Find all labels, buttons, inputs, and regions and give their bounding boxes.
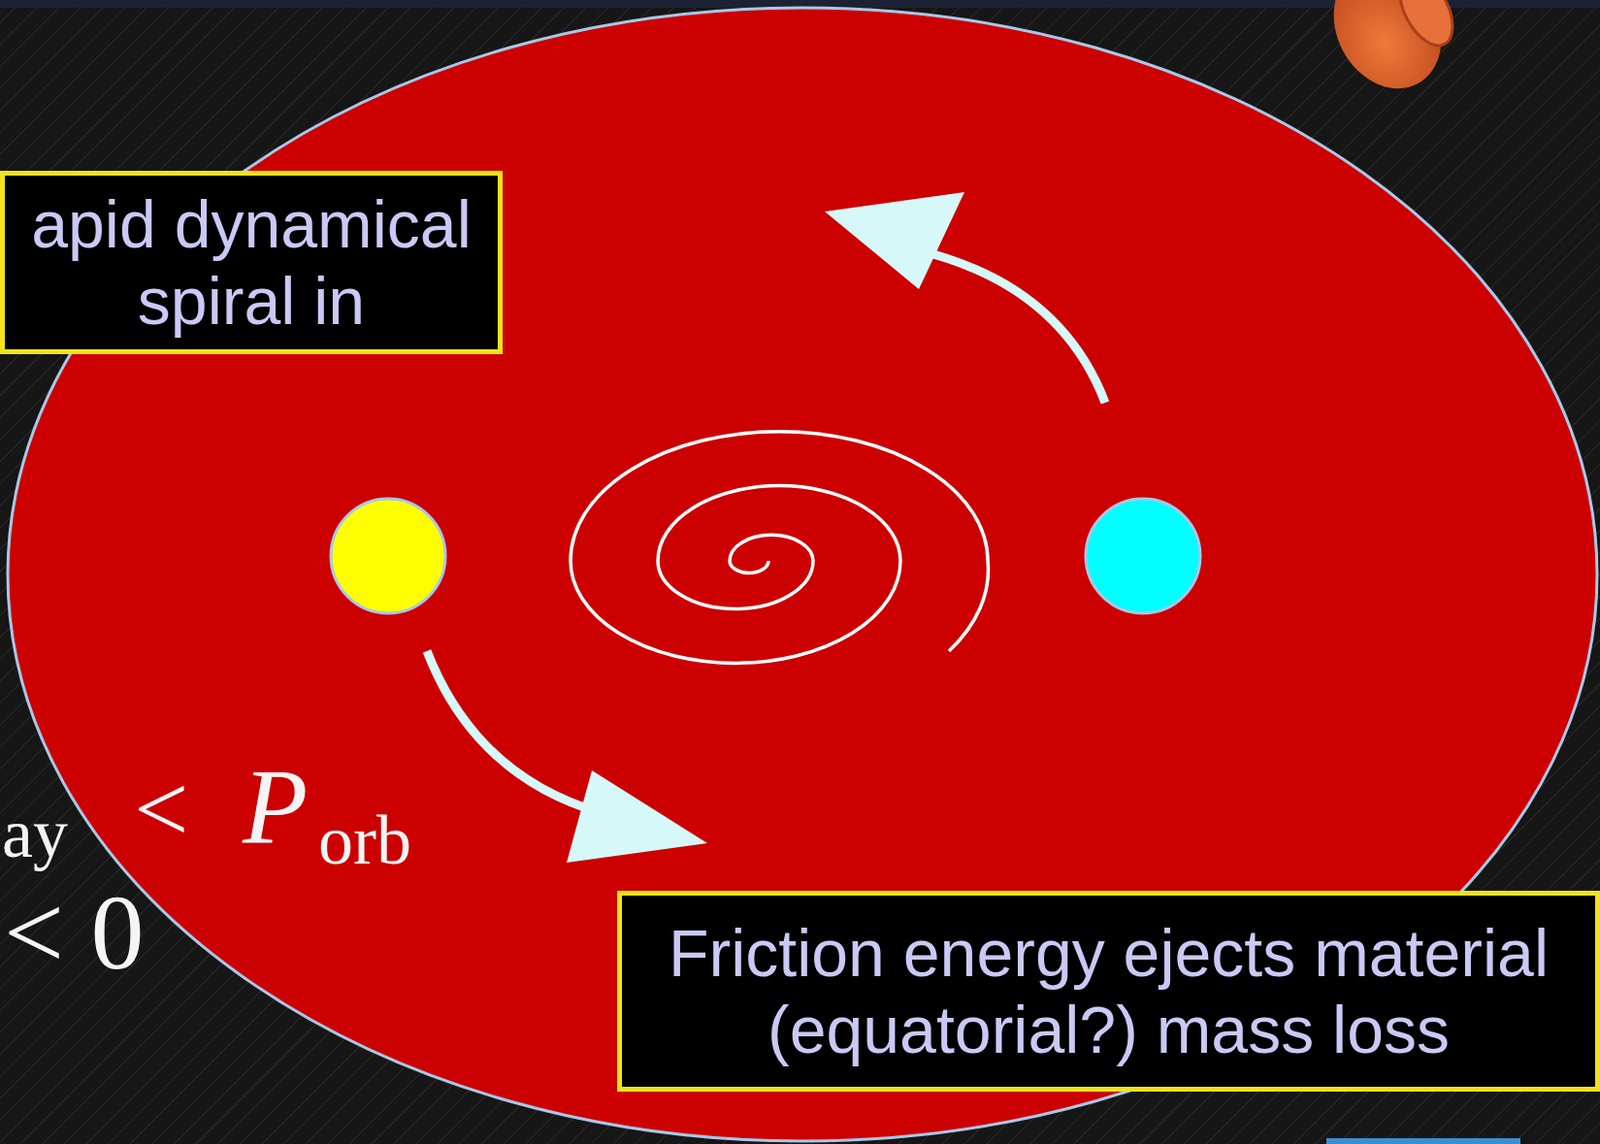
star-yellow <box>330 498 446 614</box>
callout-text: Friction energy ejects material (equator… <box>633 914 1584 1069</box>
subscript-text: ay <box>1 798 68 869</box>
orange-object <box>1312 0 1464 108</box>
less-than-symbol: < <box>133 760 189 858</box>
orbit-arrow-upper <box>824 192 1106 403</box>
callout-box: apid dynamical spiral in <box>0 170 503 355</box>
inequality-text: < 0 <box>3 879 145 986</box>
spiral <box>570 431 988 664</box>
callout-text: apid dynamical spiral in <box>16 186 487 340</box>
star-cyan <box>1085 498 1201 614</box>
callout-box: Friction energy ejects material (equator… <box>617 890 1600 1092</box>
orbit-arrow-lower <box>426 651 708 863</box>
period-symbol: P <box>242 752 308 860</box>
blue-bar <box>1326 1138 1521 1144</box>
subscript-text: orb <box>318 805 412 876</box>
